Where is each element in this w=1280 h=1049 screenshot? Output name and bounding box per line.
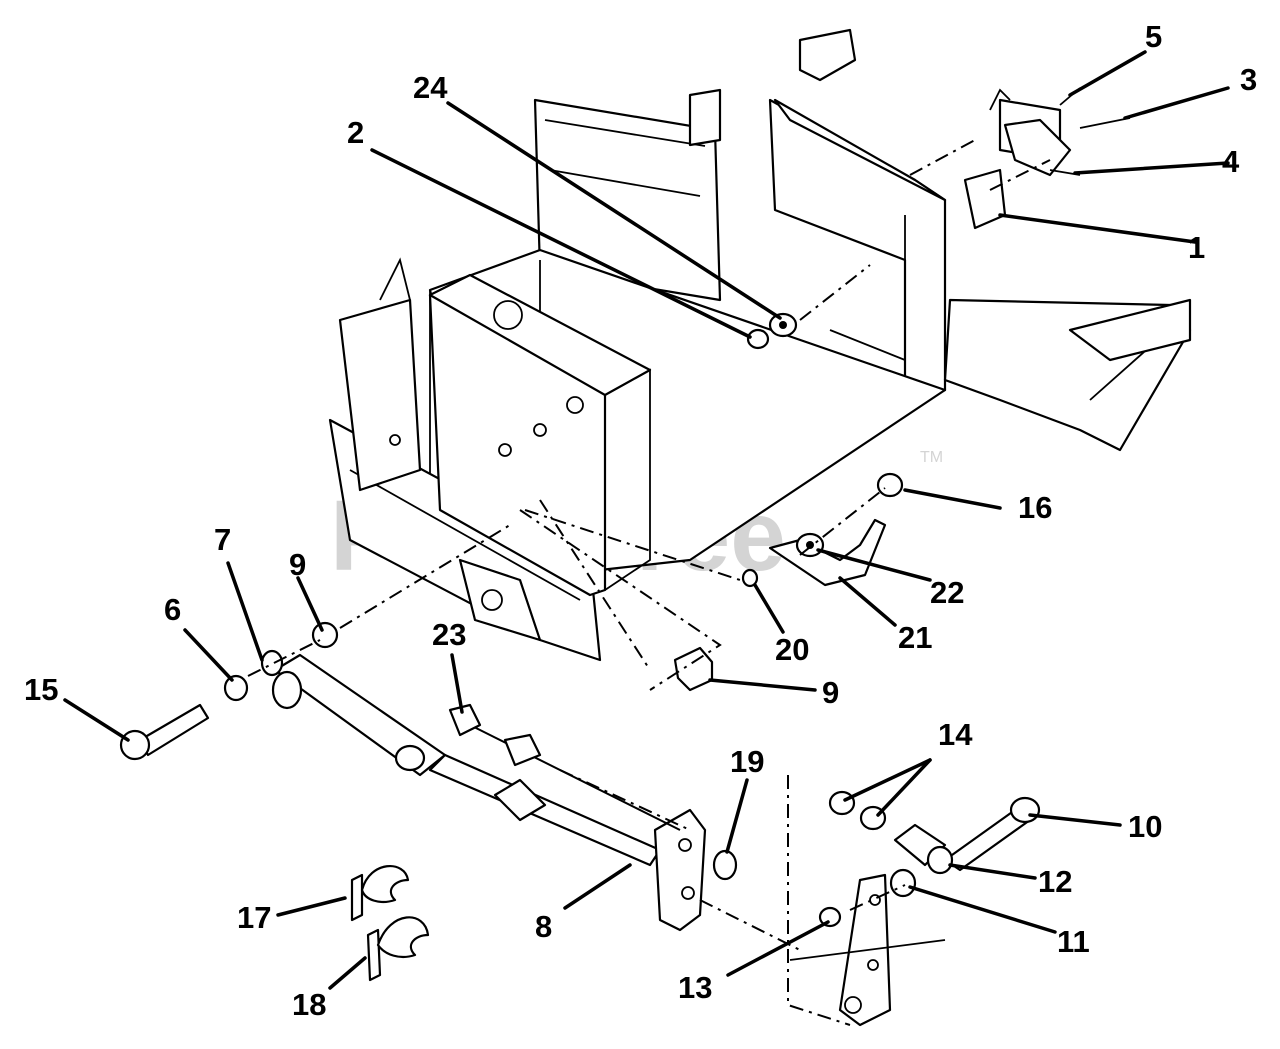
lower-mount-plate	[458, 558, 542, 642]
washer-20	[741, 568, 759, 588]
callout-19: 19	[730, 744, 764, 779]
callout-20: 20	[775, 632, 809, 667]
callout-17: 17	[237, 900, 271, 935]
callout-11: 11	[1057, 924, 1090, 959]
lift-cylinder	[260, 649, 707, 932]
hairpin-clip-17	[350, 865, 410, 922]
cylinder-clevis	[653, 808, 707, 932]
top-bracket	[798, 28, 857, 82]
callout-9-lower: 9	[822, 675, 839, 710]
bolt-15	[138, 703, 210, 757]
callout-labels: 1 2 3 4 5 6 7 8 9 9 10 11 12 13 14 15 16…	[24, 19, 1257, 1022]
callout-18: 18	[292, 987, 326, 1022]
callout-24: 24	[413, 70, 448, 105]
spacer-9-upper	[311, 621, 339, 649]
alignment-lines	[247, 139, 1051, 951]
nut-14a	[828, 790, 856, 816]
cylinder-rod	[428, 753, 662, 867]
hardware	[119, 312, 954, 982]
callout-9-upper: 9	[289, 547, 306, 582]
callout-23: 23	[432, 617, 466, 652]
nut-16	[876, 472, 904, 498]
nut-2	[746, 328, 770, 350]
callout-15: 15	[24, 672, 58, 707]
callout-14: 14	[938, 717, 973, 752]
leader-lines	[63, 50, 1230, 990]
callout-1: 1	[1188, 230, 1205, 265]
nut-13	[818, 906, 842, 928]
washer-11	[889, 868, 917, 898]
callout-21: 21	[898, 620, 932, 655]
hairpin-clip-18	[366, 916, 430, 982]
callout-5: 5	[1145, 19, 1162, 54]
callout-3: 3	[1240, 62, 1257, 97]
callout-22: 22	[930, 575, 964, 610]
nut-19	[712, 849, 738, 881]
callout-13: 13	[678, 970, 712, 1005]
callout-8: 8	[535, 909, 552, 944]
callout-12: 12	[1038, 864, 1072, 899]
callout-4: 4	[1222, 144, 1240, 179]
callout-10: 10	[1128, 809, 1162, 844]
lift-bracket	[787, 775, 1041, 1027]
nut-12	[926, 845, 954, 875]
threaded-rod	[493, 778, 547, 822]
chassis-frame	[328, 28, 1192, 662]
spacer-9-lower	[673, 646, 714, 692]
callout-16: 16	[1018, 490, 1052, 525]
washer-6	[223, 674, 249, 702]
callout-2: 2	[347, 115, 364, 150]
safety-switch-assembly	[963, 87, 1131, 230]
switch-bracket	[963, 168, 1007, 230]
adjustment-rod	[448, 703, 681, 831]
watermark-trademark: TM	[920, 449, 943, 466]
callout-7: 7	[214, 522, 231, 557]
callout-6: 6	[164, 592, 181, 627]
